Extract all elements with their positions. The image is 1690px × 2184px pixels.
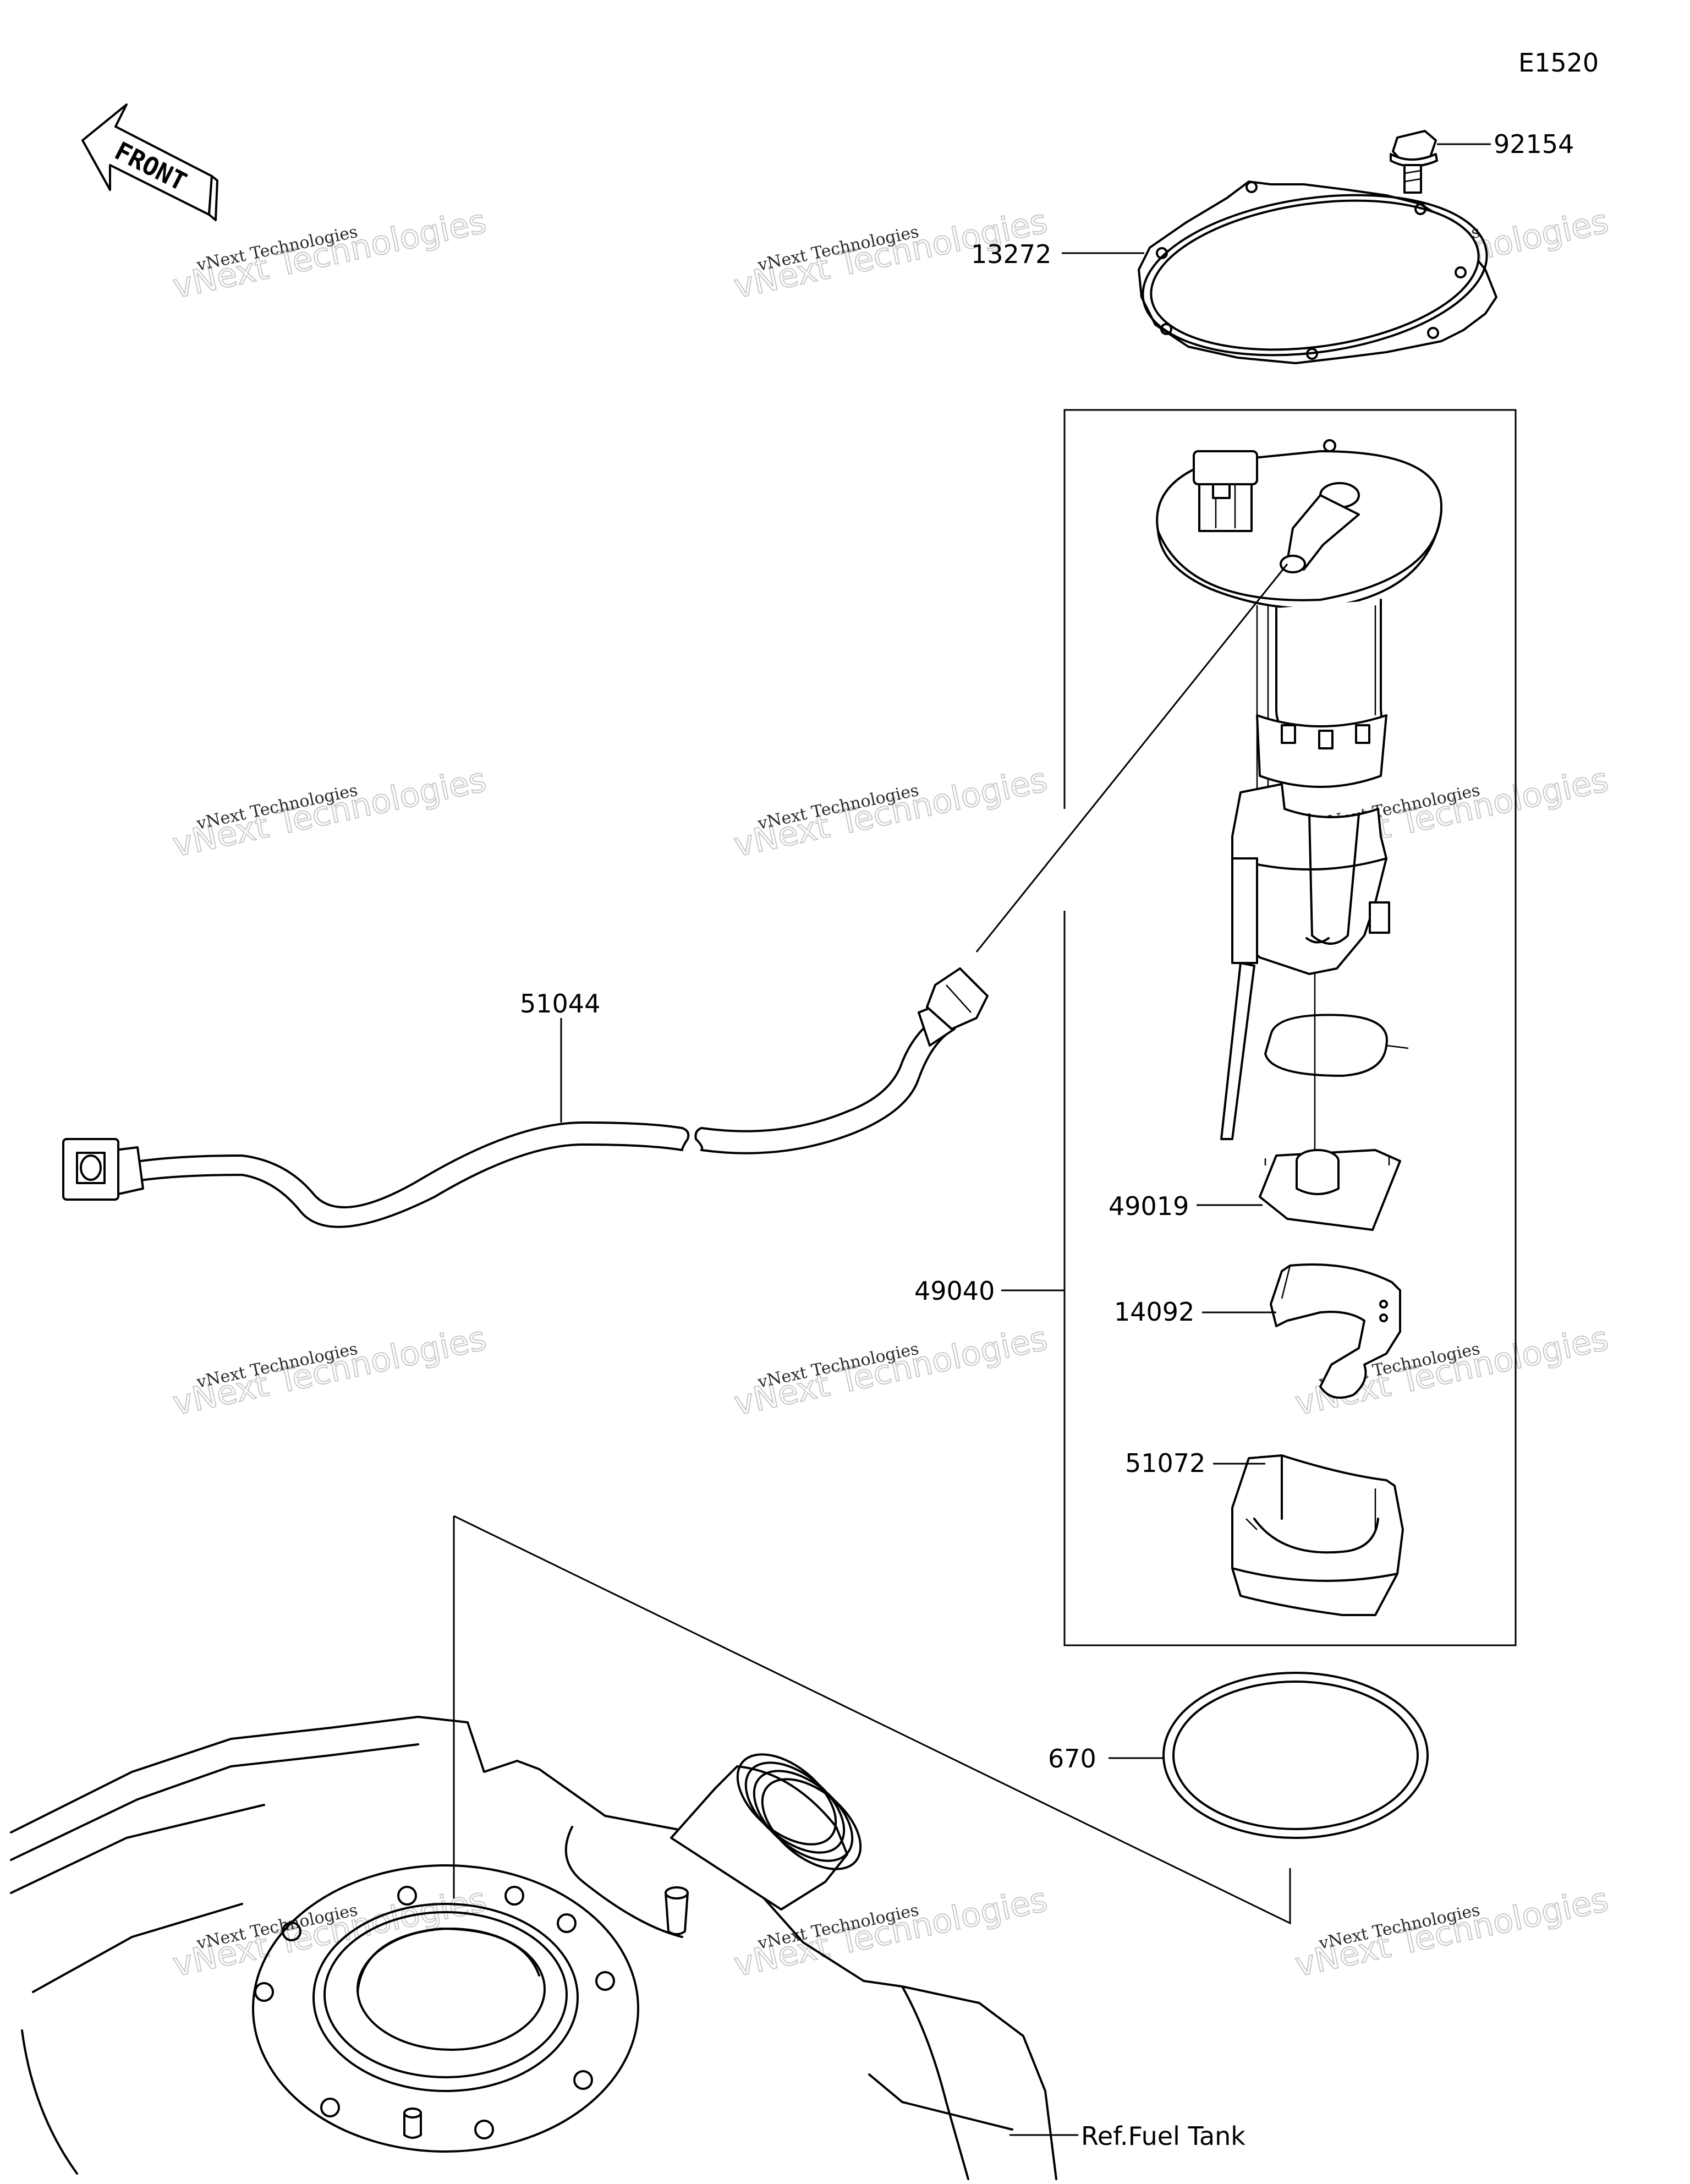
callout-bolt: 92154 — [1494, 129, 1574, 159]
o-ring-part — [1162, 1672, 1429, 1839]
fuel-pump-part — [1156, 439, 1442, 1156]
fuel-tank-part — [10, 1716, 1057, 2180]
callout-gasket: 13272 — [971, 239, 1051, 269]
gasket-part — [1138, 180, 1497, 364]
callout-filter: 49019 — [1109, 1191, 1189, 1221]
callout-bracket: 14092 — [1114, 1297, 1194, 1327]
pump-assy-frame — [1063, 409, 1517, 1646]
callout-harness: 51044 — [520, 989, 600, 1019]
front-arrow-icon: FRONT — [81, 103, 218, 221]
bracket-part — [1270, 1263, 1401, 1399]
watermark: vNext Technologies vNext Technologies — [169, 760, 490, 865]
callout-pump-assy: 49040 — [914, 1276, 995, 1306]
watermark: vNext Technologies vNext Technologies — [730, 1318, 1051, 1424]
watermark: vNext Technologies vNext Technologies — [730, 760, 1051, 865]
watermark: vNext Technologies vNext Technologies — [169, 1318, 490, 1424]
watermark: vNext Technologies vNext Technologies — [1291, 1880, 1612, 1985]
callout-cover: 51072 — [1125, 1448, 1205, 1478]
diagram-code: E1520 — [1518, 48, 1599, 78]
assembly-diagonal-line — [453, 1515, 1291, 1925]
harness-connection-line — [975, 563, 1288, 953]
harness-part — [62, 967, 989, 1228]
cover-part — [1231, 1454, 1404, 1616]
callout-o-ring: 670 — [1048, 1744, 1096, 1774]
filter-part — [1259, 1149, 1401, 1231]
callout-ref-tank: Ref.Fuel Tank — [1081, 2121, 1245, 2151]
bolt-part — [1390, 130, 1438, 194]
